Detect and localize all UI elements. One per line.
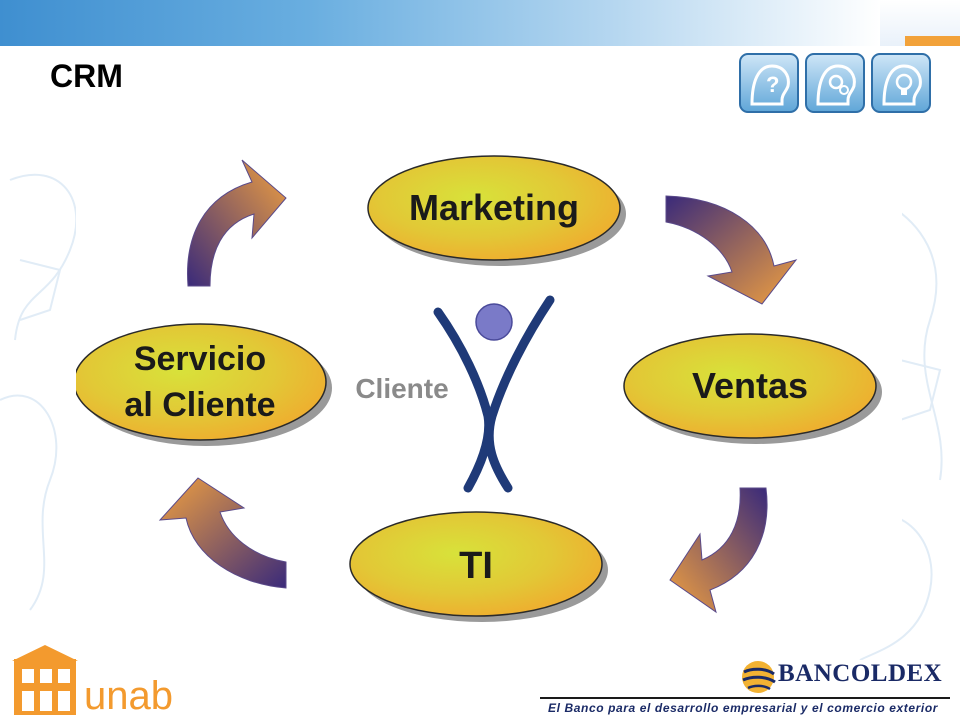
page-title: CRM (50, 58, 123, 94)
node-ti-label: TI (459, 545, 493, 587)
client-figure-head (475, 303, 513, 341)
header-icon-group: ? (739, 53, 931, 113)
arrow-marketing-to-ventas (665, 195, 798, 305)
node-ti: TI (349, 511, 608, 622)
footer-tagline: El Banco para el desarrollo empresarial … (548, 701, 939, 715)
question-head-icon: ? (739, 53, 799, 113)
unab-building-logo (12, 645, 78, 715)
lightbulb-head-icon (871, 53, 931, 113)
world-map-watermark (0, 173, 943, 660)
node-marketing-label: Marketing (409, 187, 579, 228)
bancoldex-logo (742, 661, 776, 693)
client-figure (433, 295, 555, 493)
crm-cycle-diagram: Marketing Ventas TI Servicio al Cliente … (76, 155, 882, 622)
svg-text:?: ? (766, 72, 779, 97)
node-servicio-label-line2: al Cliente (124, 386, 275, 424)
orange-strip (905, 36, 960, 46)
header-band (0, 0, 880, 46)
arrow-ventas-to-ti (669, 487, 768, 614)
arrow-servicio-to-marketing (187, 159, 287, 287)
node-marketing: Marketing (367, 155, 626, 266)
bancoldex-wordmark: BANCOLDEX (778, 660, 943, 687)
gears-head-icon (805, 53, 865, 113)
node-servicio-label-line1: Servicio (134, 340, 266, 378)
crm-diagram-panel: Marketing Ventas TI Servicio al Cliente … (76, 116, 902, 636)
footer-divider (540, 697, 950, 699)
client-label: Cliente (355, 373, 448, 404)
node-servicio-al-cliente: Servicio al Cliente (76, 323, 332, 446)
unab-wordmark: unab (84, 674, 173, 718)
node-ventas-label: Ventas (692, 365, 808, 406)
arrow-ti-to-servicio (158, 477, 287, 589)
node-ventas: Ventas (623, 333, 882, 444)
